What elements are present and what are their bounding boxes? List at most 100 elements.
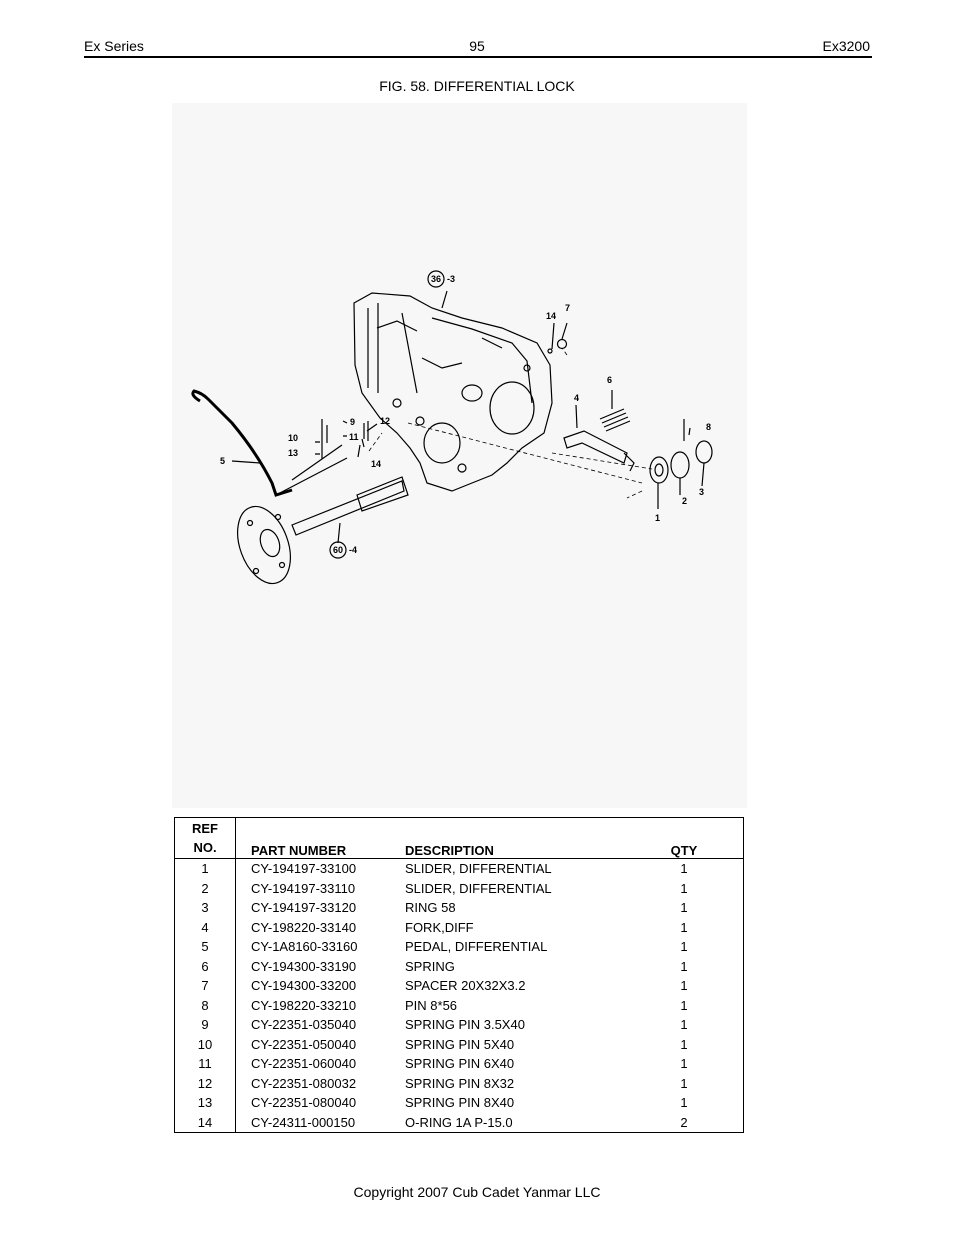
cell-qty: 1 xyxy=(680,880,688,896)
callout-60-suffix: -4 xyxy=(349,545,357,555)
table-row: 8 CY-198220-33210 PIN 8*56 1 xyxy=(174,995,744,1015)
cell-qty: 1 xyxy=(680,1017,688,1033)
callout-1: 1 xyxy=(655,513,660,523)
cell-part-number: CY-198220-33210 xyxy=(251,997,357,1013)
cell-part-number: CY-1A8160-33160 xyxy=(251,939,358,955)
cell-description: SLIDER, DIFFERENTIAL xyxy=(405,861,552,877)
cell-qty: 1 xyxy=(680,1075,688,1091)
cell-part-number: CY-194300-33200 xyxy=(251,978,357,994)
table-row: 12 CY-22351-080032 SPRING PIN 8X32 1 xyxy=(174,1073,744,1093)
cell-part-number: CY-198220-33140 xyxy=(251,919,357,935)
callout-9: 9 xyxy=(350,417,355,427)
cell-part-number: CY-22351-060040 xyxy=(251,1056,357,1072)
transmission-housing xyxy=(353,292,553,492)
cell-part-number: CY-194197-33120 xyxy=(251,900,357,916)
callout-10: 10 xyxy=(288,433,298,443)
header-series: Ex Series xyxy=(84,38,144,54)
diff-fork xyxy=(563,430,628,464)
table-row: 4 CY-198220-33140 FORK,DIFF 1 xyxy=(174,917,744,937)
header-model: Ex3200 xyxy=(822,38,870,54)
table-row: 11 CY-22351-060040 SPRING PIN 6X40 1 xyxy=(174,1054,744,1074)
cell-description: SPRING PIN 8X40 xyxy=(405,1095,515,1111)
cell-ref: 1 xyxy=(174,858,236,879)
cell-qty: 1 xyxy=(680,900,688,916)
cell-ref: 8 xyxy=(174,995,236,1015)
cell-qty: 1 xyxy=(680,1056,688,1072)
table-row: 9 CY-22351-035040 SPRING PIN 3.5X40 1 xyxy=(174,1015,744,1035)
callout-2: 2 xyxy=(682,496,687,506)
cell-qty: 1 xyxy=(680,861,688,877)
cell-ref: 11 xyxy=(174,1054,236,1074)
callout-7: 7 xyxy=(565,303,570,313)
diagram-svg: 36 -3 60 -4 1 2 3 4 5 6 7 8 9 10 11 12 1… xyxy=(191,270,713,585)
header-ref-line2: NO. xyxy=(193,840,217,855)
cell-ref: 4 xyxy=(174,917,236,937)
callout-3: 3 xyxy=(699,487,704,497)
cell-qty: 2 xyxy=(680,1114,688,1130)
cell-qty: 1 xyxy=(680,978,688,994)
exploded-parts-diagram: 36 -3 60 -4 1 2 3 4 5 6 7 8 9 10 11 12 1… xyxy=(172,103,747,808)
callout-labels: 36 -3 60 -4 1 2 3 4 5 6 7 8 9 10 11 12 1… xyxy=(220,274,711,555)
cell-part-number: CY-22351-050040 xyxy=(251,1036,357,1052)
table-row: 1 CY-194197-33100 SLIDER, DIFFERENTIAL 1 xyxy=(174,858,744,879)
cell-part-number: CY-22351-080032 xyxy=(251,1075,357,1091)
axle-shaft xyxy=(291,480,405,536)
ring-58 xyxy=(695,440,713,464)
cell-description: SLIDER, DIFFERENTIAL xyxy=(405,880,552,896)
cell-description: SPRING PIN 5X40 xyxy=(405,1036,515,1052)
pedal-rod xyxy=(191,389,293,497)
cell-ref: 12 xyxy=(174,1073,236,1093)
diff-slider-2 xyxy=(670,451,690,479)
table-header-row: REF NO. PART NUMBER DESCRIPTION QTY xyxy=(174,817,744,859)
o-ring xyxy=(556,338,568,350)
cell-ref: 2 xyxy=(174,878,236,898)
callout-11: 11 xyxy=(349,432,359,442)
figure-title: FIG. 58. DIFFERENTIAL LOCK xyxy=(379,78,575,94)
callout-14-top: 14 xyxy=(546,311,556,321)
callout-36-suffix: -3 xyxy=(447,274,455,284)
cell-part-number: CY-22351-035040 xyxy=(251,1017,357,1033)
callout-6: 6 xyxy=(607,375,612,385)
cell-part-number: CY-22351-080040 xyxy=(251,1095,357,1111)
cell-description: FORK,DIFF xyxy=(405,919,474,935)
header-rule xyxy=(84,56,872,58)
copyright-footer: Copyright 2007 Cub Cadet Yanmar LLC xyxy=(353,1184,601,1200)
cell-description: SPRING PIN 6X40 xyxy=(405,1056,515,1072)
cell-description: SPRING xyxy=(405,958,455,974)
callout-14-front: 14 xyxy=(371,459,381,469)
header-qty: QTY xyxy=(655,817,744,859)
cell-part-number: CY-194197-33100 xyxy=(251,861,357,877)
header-part-number: PART NUMBER xyxy=(235,817,405,859)
cell-description: PIN 8*56 xyxy=(405,997,458,1013)
cell-ref: 5 xyxy=(174,937,236,957)
cell-description: SPACER 20X32X3.2 xyxy=(405,978,526,994)
callout-13: 13 xyxy=(288,448,298,458)
cell-description: SPRING PIN 3.5X40 xyxy=(405,1017,525,1033)
callout-8: 8 xyxy=(706,422,711,432)
callout-36: 36 xyxy=(431,274,441,284)
header-description: DESCRIPTION xyxy=(405,817,655,859)
axle-flange xyxy=(237,505,291,585)
cell-description: O-RING 1A P-15.0 xyxy=(405,1114,513,1130)
cell-qty: 1 xyxy=(680,997,688,1013)
cell-ref: 3 xyxy=(174,898,236,918)
callout-60: 60 xyxy=(333,545,343,555)
cell-description: SPRING PIN 8X32 xyxy=(405,1075,515,1091)
cell-ref: 7 xyxy=(174,976,236,996)
diff-slider-1 xyxy=(649,456,669,484)
callout-4: 4 xyxy=(574,393,579,403)
table-row: 7 CY-194300-33200 SPACER 20X32X3.2 1 xyxy=(174,976,744,996)
cell-qty: 1 xyxy=(680,939,688,955)
cell-ref: 9 xyxy=(174,1015,236,1035)
header-ref: REF NO. xyxy=(174,817,236,859)
cell-qty: 1 xyxy=(680,1095,688,1111)
cell-qty: 1 xyxy=(680,919,688,935)
